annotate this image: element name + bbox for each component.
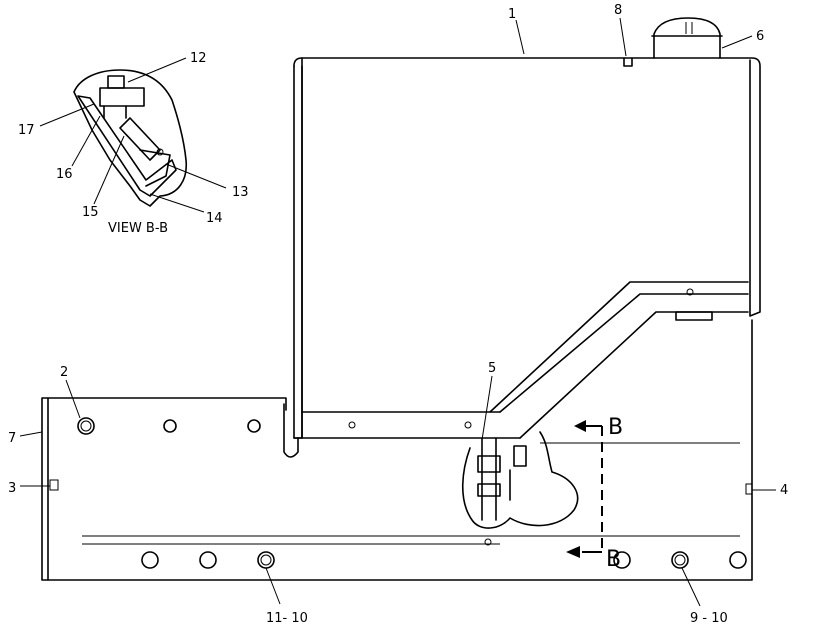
leader-7 [19, 431, 43, 437]
tank-hole-left [348, 421, 356, 429]
callout-6: 6 [756, 29, 764, 44]
tank [283, 17, 761, 458]
hole-lower-4 [613, 551, 631, 569]
leader-12 [127, 57, 187, 83]
tank-slope-lower [519, 311, 749, 439]
callout-14: 14 [206, 211, 223, 226]
leader-14 [149, 193, 205, 213]
hole-lower-3 [257, 551, 275, 569]
section-label-bottom: B [606, 547, 621, 572]
bolt-hole-2-inner [80, 420, 92, 432]
section-arrow-bottom [566, 546, 580, 558]
view-title: VIEW B-B [108, 221, 168, 236]
hole-lower-6 [729, 551, 747, 569]
callout-3: 3 [8, 481, 16, 496]
tank-hole [686, 288, 694, 296]
frame-outline [41, 319, 753, 581]
vent-fitting [623, 57, 633, 67]
leader-8 [619, 17, 627, 57]
valve-body [477, 455, 501, 473]
callout-8: 8 [614, 3, 622, 18]
frame-rail [41, 319, 753, 581]
main-leaders [19, 17, 776, 607]
leader-2 [65, 379, 81, 419]
tank-slope-top [489, 281, 749, 413]
section-arrow-top [574, 420, 586, 432]
tank-bracket [675, 311, 713, 321]
callout-7: 7 [8, 431, 16, 446]
detail-bolt [156, 148, 164, 156]
section-line-b: B B [566, 415, 623, 572]
detail-bolt-head [107, 75, 125, 89]
callout-1: 1 [508, 7, 516, 22]
hole-lower-5-inner [674, 554, 686, 566]
detail-clamp [119, 117, 161, 161]
plug-4 [745, 483, 753, 495]
callout-13: 13 [232, 185, 249, 200]
callout-9: 9 - 10 [690, 611, 728, 626]
callout-17: 17 [18, 123, 35, 138]
valve-fitting [477, 483, 501, 497]
valve-side-fitting [513, 445, 527, 467]
main-callouts: 1 8 6 2 7 3 4 5 11- 10 9 - 10 [8, 3, 788, 626]
leader-6 [721, 35, 753, 49]
detail-housing-outline [73, 69, 187, 207]
hole-lower-5 [671, 551, 689, 569]
hole-lower-2 [199, 551, 217, 569]
bolt-hole-2 [77, 417, 95, 435]
tank-hole-right [464, 421, 472, 429]
callout-2: 2 [60, 365, 68, 380]
callout-4: 4 [780, 483, 788, 498]
tank-left-wall [293, 65, 303, 439]
leader-16 [71, 115, 101, 167]
drain-plug [484, 538, 492, 546]
hole-upper-2 [163, 419, 177, 433]
detail-mount-block [99, 87, 145, 107]
valve-assembly [461, 431, 579, 529]
cutaway-outline [461, 431, 579, 529]
detail-lower-tab [139, 149, 171, 187]
callout-11: 11- 10 [266, 611, 308, 626]
leader-1 [515, 19, 525, 55]
detail-bracket-plate [77, 95, 177, 197]
leader-15 [93, 135, 125, 205]
filler-cap [653, 17, 721, 59]
leader-11 [265, 567, 281, 605]
tank-left-tab [283, 403, 299, 458]
hole-lower-1 [141, 551, 159, 569]
leader-5 [481, 375, 493, 441]
section-label-top: B [608, 415, 623, 440]
callout-12: 12 [190, 51, 207, 66]
detail-view-b-b: 12 17 16 15 13 14 VIEW B-B [18, 51, 249, 236]
hole-lower-3-inner [260, 554, 272, 566]
tank-outline [293, 57, 761, 317]
leader-17 [39, 103, 95, 127]
callout-16: 16 [56, 167, 73, 182]
callout-15: 15 [82, 205, 99, 220]
leader-9 [681, 567, 701, 607]
hole-upper-3 [247, 419, 261, 433]
tank-slope-upper [499, 293, 749, 413]
leader-13 [165, 163, 227, 189]
callout-5: 5 [488, 361, 496, 376]
plug-3 [49, 479, 59, 491]
